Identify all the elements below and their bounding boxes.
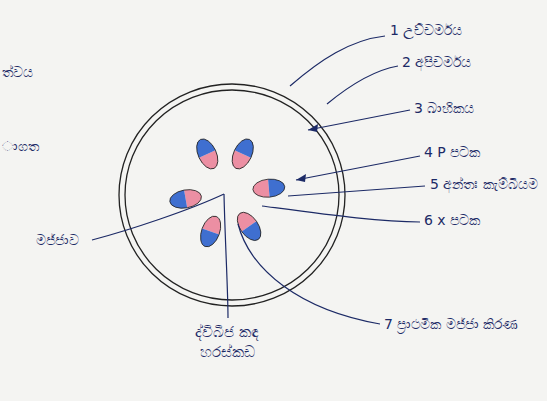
leader-lines bbox=[92, 36, 425, 324]
diagram-caption: ද්විබීජ කඳ හරස්කඩ bbox=[172, 322, 282, 363]
part-label: ත්වය bbox=[2, 64, 33, 81]
part-label: 5 අන්තඃ කැම්බියම bbox=[430, 176, 538, 193]
part-label: 3 බාහිකය bbox=[414, 100, 474, 117]
part-label: 4 P පටක bbox=[424, 144, 480, 161]
part-label: 1 උච්චර්මය bbox=[390, 22, 462, 39]
part-label: 7 ප්‍රාථමික මජ්ජා කිරණ bbox=[384, 316, 518, 333]
stem-outline bbox=[119, 84, 345, 306]
vascular-bundles bbox=[168, 136, 285, 250]
part-label: 2 අපිචර්මය bbox=[402, 54, 471, 71]
arrowheads bbox=[296, 124, 318, 182]
part-label: 6 x පටක bbox=[424, 212, 480, 229]
part-label: ාගත bbox=[2, 138, 39, 155]
part-label: මජ්ජාව bbox=[36, 232, 79, 249]
